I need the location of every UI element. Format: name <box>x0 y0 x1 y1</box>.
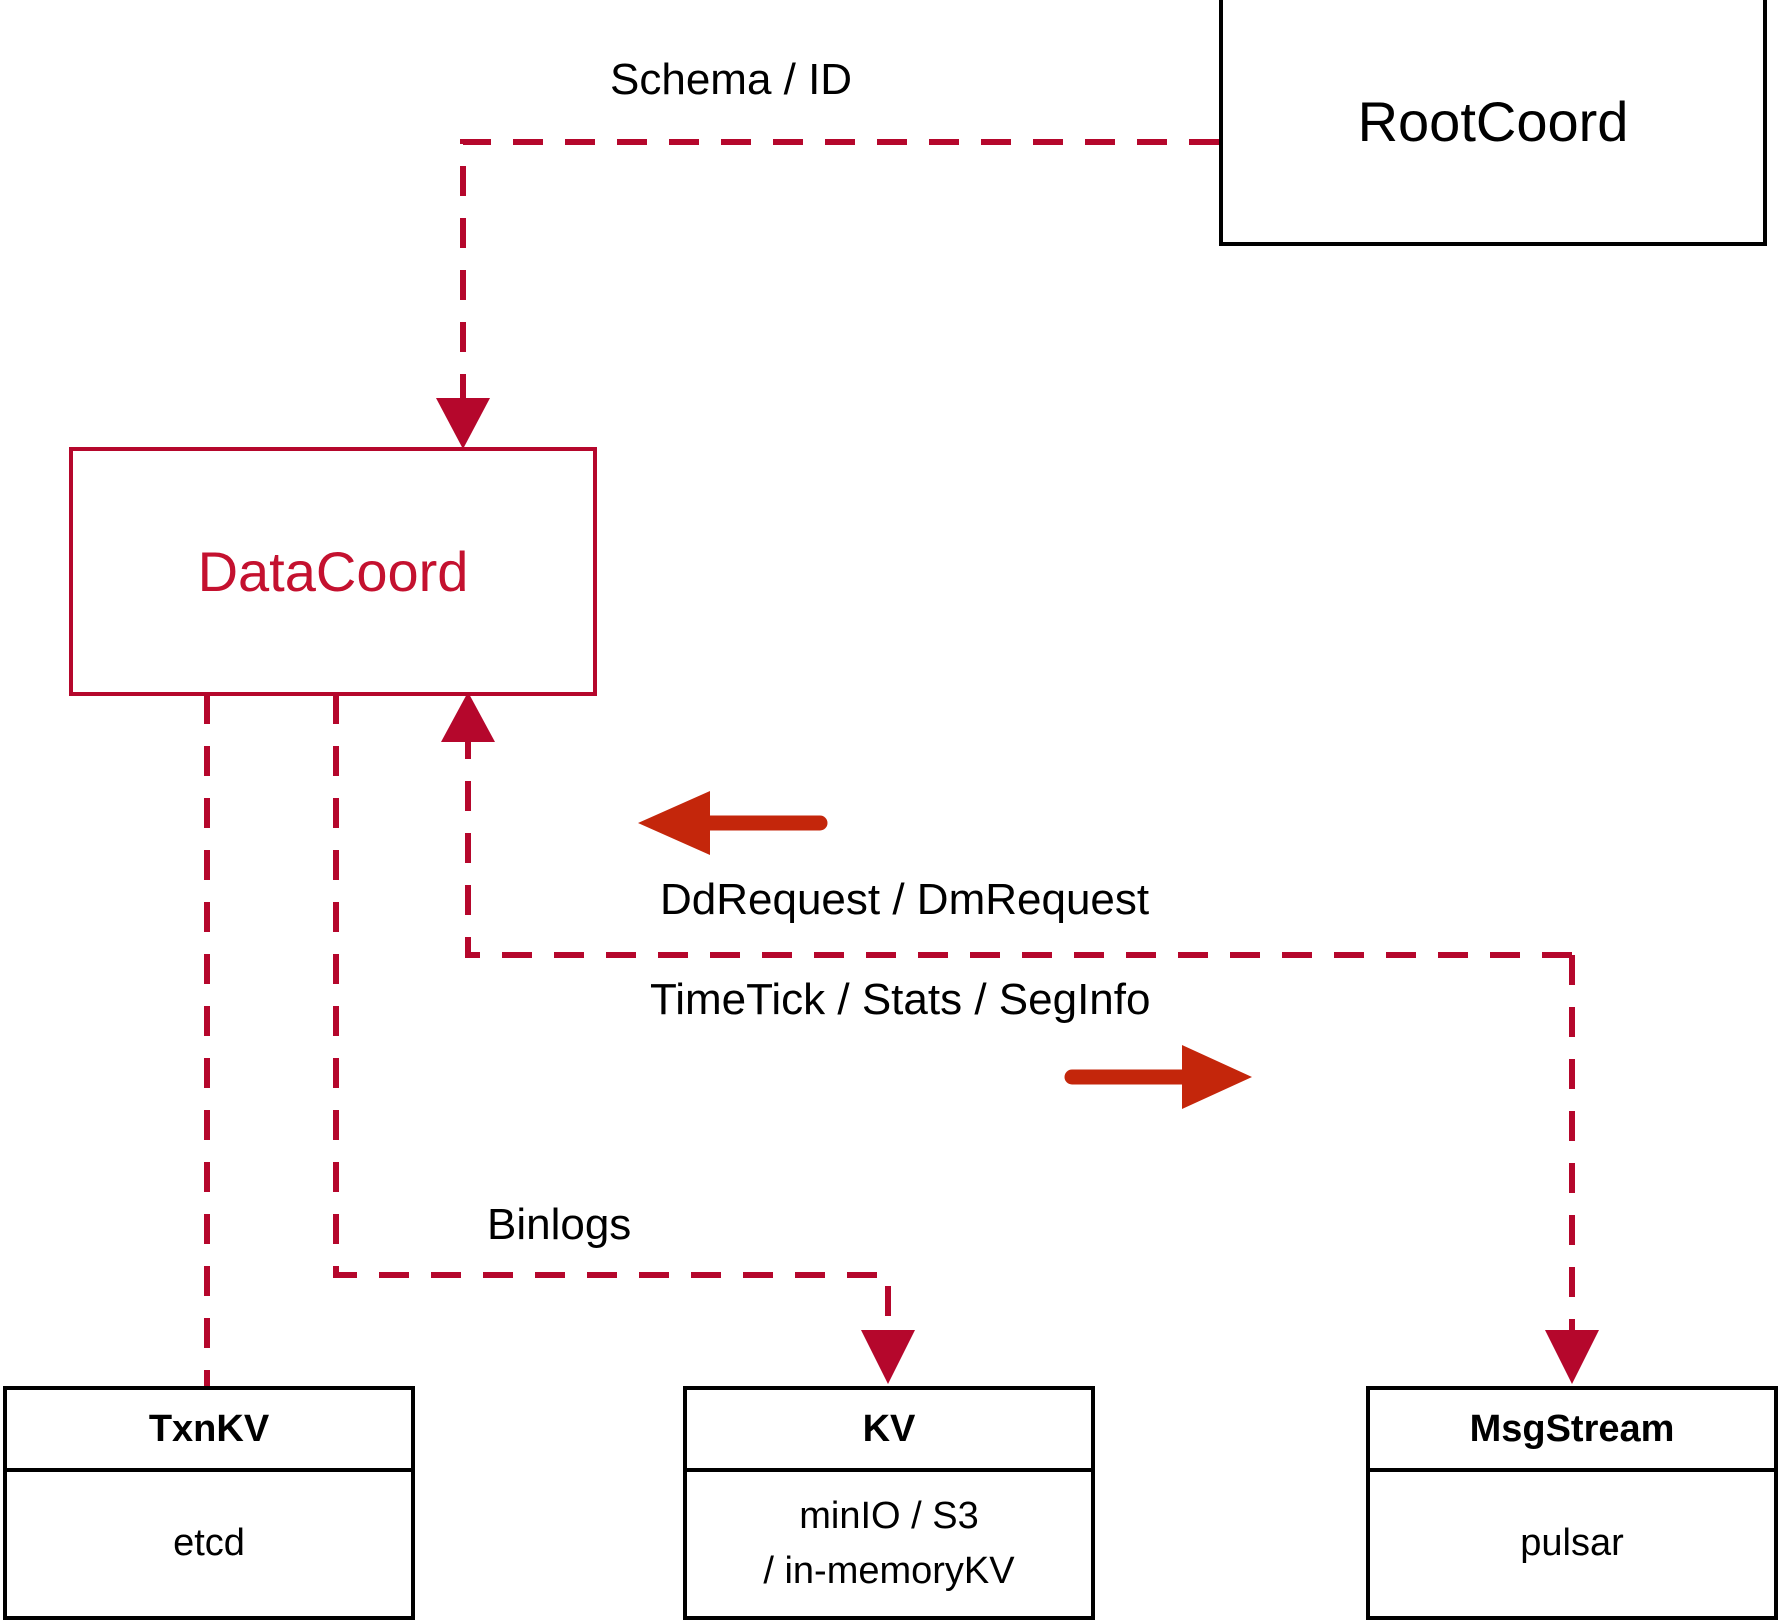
node-txnkv[interactable]: TxnKV etcd <box>3 1386 415 1620</box>
node-msgstream-impl: pulsar <box>1370 1472 1774 1616</box>
node-datacoord[interactable]: DataCoord <box>69 447 597 696</box>
node-datacoord-label: DataCoord <box>197 540 469 603</box>
node-kv-impl-line-2: / in-memoryKV <box>763 1550 1015 1592</box>
edge-label-binlogs: Binlogs <box>487 1200 632 1249</box>
wire-schema-id <box>436 139 1219 449</box>
node-txnkv-label: TxnKV <box>7 1390 411 1472</box>
wire-binlogs <box>333 694 915 1384</box>
direction-arrow-left <box>638 791 828 855</box>
edge-label-timetick-stats-seginfo: TimeTick / Stats / SegInfo <box>650 975 1151 1024</box>
node-msgstream[interactable]: MsgStream pulsar <box>1366 1386 1778 1620</box>
node-msgstream-impl-line: pulsar <box>1520 1522 1624 1565</box>
direction-arrow-right <box>1064 1045 1252 1109</box>
node-kv[interactable]: KV minIO / S3 / in-memoryKV <box>683 1386 1095 1620</box>
node-rootcoord[interactable]: RootCoord <box>1219 0 1767 246</box>
edge-label-dd-dm-request: DdRequest / DmRequest <box>660 875 1150 924</box>
node-txnkv-impl-line: etcd <box>173 1522 245 1565</box>
node-txnkv-impl: etcd <box>7 1472 411 1616</box>
node-kv-impl-line-1: minIO / S3 <box>799 1494 979 1537</box>
node-kv-label: KV <box>687 1390 1091 1472</box>
node-rootcoord-label: RootCoord <box>1357 89 1629 153</box>
wire-timetick-stats-seginfo <box>1545 955 1599 1384</box>
node-kv-impl: minIO / S3 / in-memoryKV <box>687 1472 1091 1616</box>
edge-label-schema-id: Schema / ID <box>610 55 853 104</box>
node-msgstream-label: MsgStream <box>1370 1390 1774 1472</box>
